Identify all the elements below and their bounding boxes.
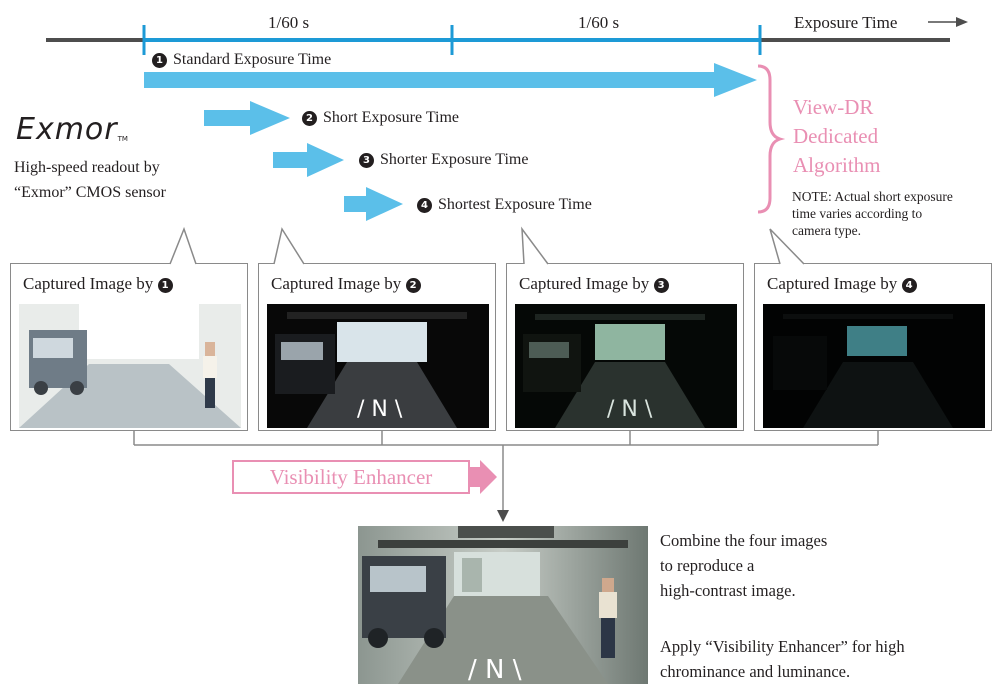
exposure-label-shortest: 4 Shortest Exposure Time [417,195,592,215]
exposure-text: Shortest Exposure Time [438,196,592,213]
svg-text:/ N \: / N \ [357,397,403,422]
capture-label: Captured Image by 3 [519,274,675,294]
captured-image-shortest [763,304,985,428]
number-badge: 4 [901,278,917,293]
short-exposure-arrow [204,101,290,135]
capture-label: Captured Image by 4 [767,274,923,294]
timeline-axis-label: Exposure Time [794,13,898,32]
svg-text:/ N \: / N \ [468,655,522,684]
number-badge: 3 [653,278,669,293]
exposure-text: Shorter Exposure Time [380,151,529,168]
svg-text:/ N \: / N \ [607,397,653,422]
shorter-exposure-arrow [273,143,344,177]
number-badge: 2 [405,278,421,293]
merge-connector [133,430,879,512]
exposure-note: NOTE: Actual short exposure time varies … [792,189,953,238]
captured-image-short: / N \ [267,304,489,428]
visibility-enhancer-label: Visibility Enhancer [232,460,470,494]
exmor-description: High-speed readout by “Exmor” CMOS senso… [14,159,166,201]
exmor-logo: ExmorTM [16,112,128,147]
exposure-text: Short Exposure Time [323,109,460,126]
combine-description: Combine the four images to reproduce a h… [660,531,828,600]
standard-exposure-arrow [144,63,757,97]
number-badge: 1 [157,278,173,293]
capture-box-3: Captured Image by 3 / N \ [506,263,744,431]
exposure-label-short: 2 Short Exposure Time [302,108,459,128]
captured-image-standard [19,304,241,428]
number-badge: 4 [417,198,432,213]
number-badge: 3 [359,153,374,168]
exposure-time-arrow-icon [928,17,968,27]
merge-arrowhead [497,510,509,522]
view-dr-algorithm-label: View-DR Dedicated Algorithm [793,95,881,177]
shortest-exposure-arrow [344,187,403,221]
exposure-label-shorter: 3 Shorter Exposure Time [359,150,528,170]
number-badge: 2 [302,111,317,126]
algorithm-brace [757,64,786,214]
capture-label: Captured Image by 2 [271,274,427,294]
timeline-label-segment-2: 1/60 s [578,13,620,32]
trademark-mark: TM [117,135,128,143]
exposure-text: Standard Exposure Time [173,51,332,68]
enhancer-arrow [470,460,497,494]
capture-box-1: Captured Image by 1 [10,263,248,431]
capture-label: Captured Image by 1 [23,274,179,294]
capture-box-2: Captured Image by 2 / N \ [258,263,496,431]
number-badge: 1 [152,53,167,68]
captured-image-shorter: / N \ [515,304,737,428]
capture-box-4: Captured Image by 4 [754,263,992,431]
exposure-label-standard: 1 Standard Exposure Time [152,50,331,70]
timeline-label-segment-1: 1/60 s [268,13,310,32]
enhancer-description: Apply “Visibility Enhancer” for high chr… [660,637,905,681]
combined-result-image: / N \ [358,526,648,684]
